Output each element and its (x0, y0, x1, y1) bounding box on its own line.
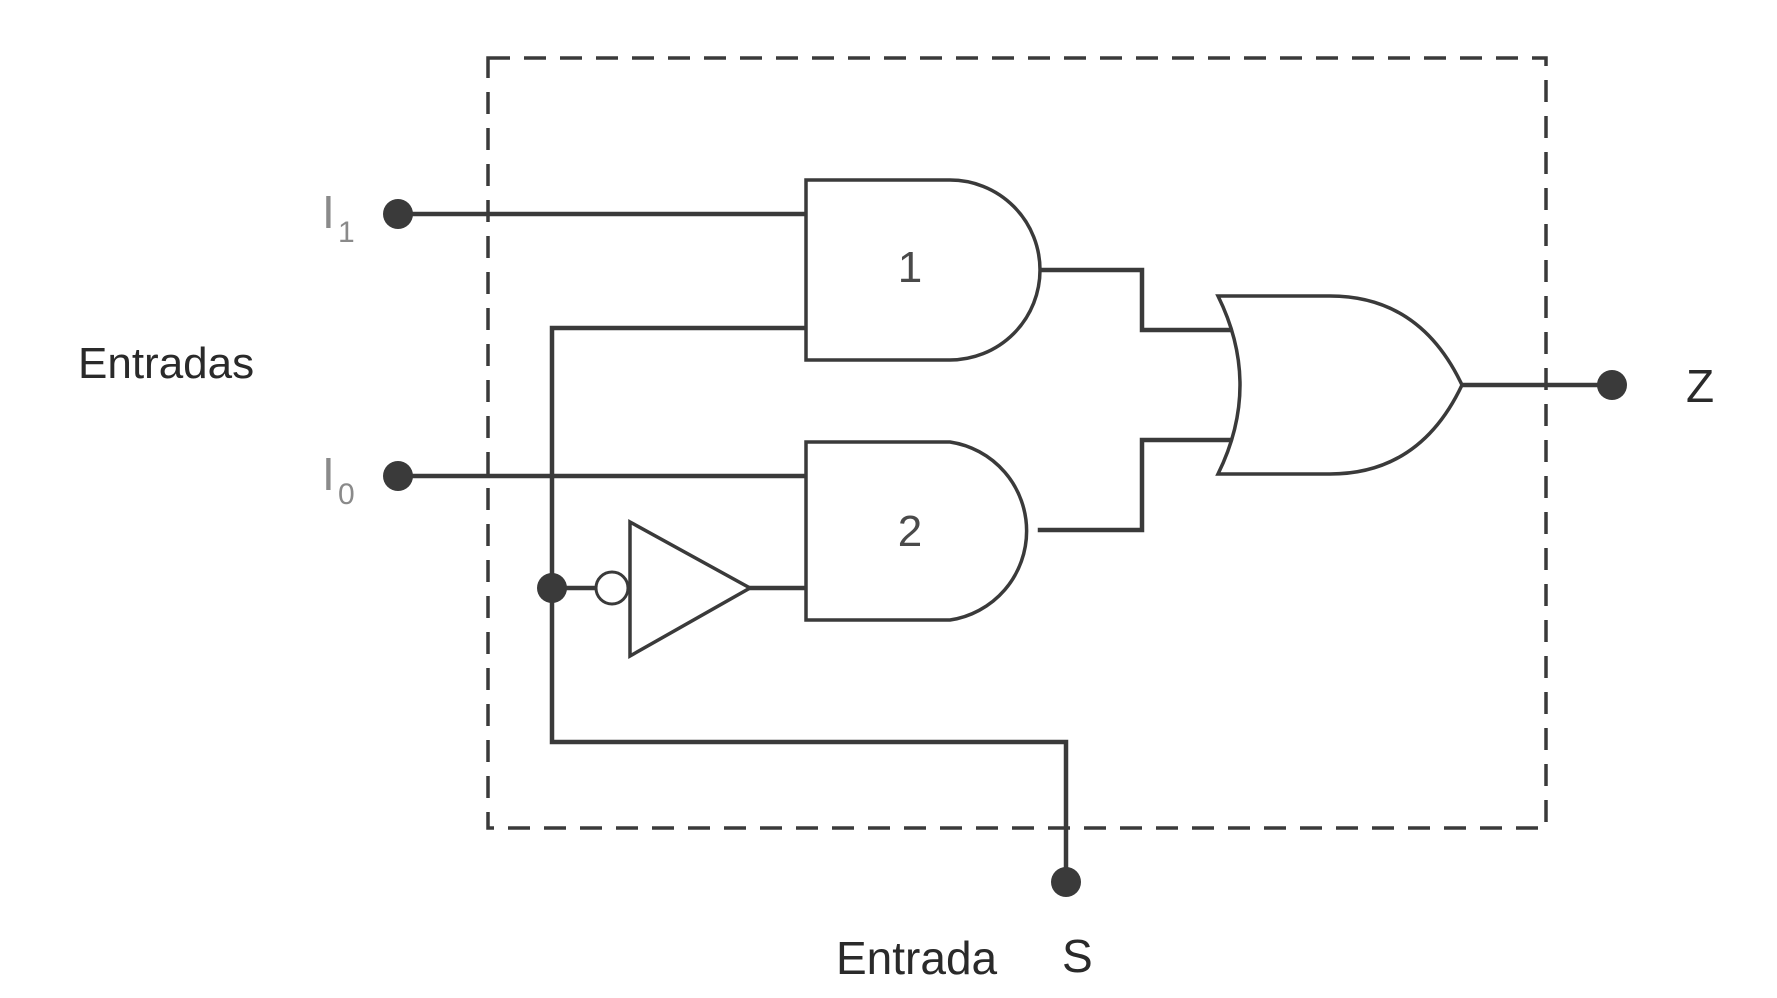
select-caption-label: Entrada (836, 932, 998, 984)
inputs-group-label: Entradas (78, 339, 254, 388)
or-gate (1215, 294, 1464, 476)
output-z-label: Z (1686, 360, 1714, 412)
not-gate-bubble (594, 570, 630, 606)
and-gate-2-number: 2 (898, 507, 922, 556)
output-z-terminal (1597, 370, 1627, 400)
and-gate-1 (804, 178, 1042, 362)
select-junction-dot (537, 573, 567, 603)
not-gate-triangle (628, 519, 754, 660)
input-i0-subscript: 0 (338, 478, 355, 511)
wire-and2-to-or (1037, 437, 1237, 533)
input-i1-label: I (322, 186, 335, 238)
input-i1-terminal (383, 199, 413, 229)
input-i1-subscript: 1 (338, 216, 355, 249)
and-gate-2 (804, 440, 1029, 622)
input-s-terminal (1051, 867, 1081, 897)
input-i0-label: I (322, 448, 335, 500)
select-input-name-label: S (1062, 930, 1093, 982)
wire-and1-to-or (1035, 267, 1237, 333)
and-gate-1-number: 1 (898, 243, 922, 292)
circuit-boundary-frame (486, 56, 1548, 830)
wire-select-bus (549, 325, 1069, 885)
input-i0-terminal (383, 461, 413, 491)
